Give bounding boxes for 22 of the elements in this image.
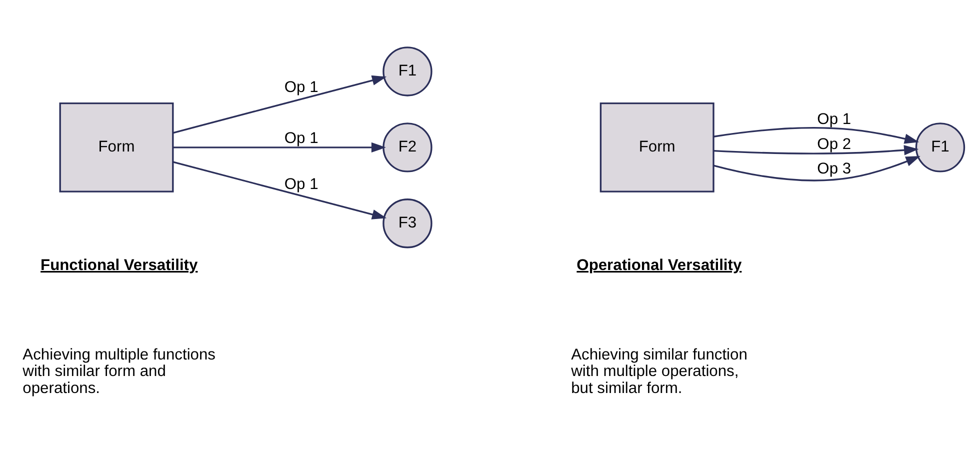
arrow [172,75,387,134]
label: Functional Versatility [40,256,198,274]
label: Achieving similar function with multiple operations, but similar form. [571,346,748,397]
label: Operational Versatility [576,256,742,274]
node-circle: F1 [915,122,966,172]
label: Achieving multiple functions with similar form and operations. [22,346,216,397]
node-box: Form [59,102,174,192]
arrow [714,145,919,156]
node-circle: F2 [382,122,432,172]
node-circle: F1 [382,46,432,96]
edge-label: Op 1 [817,111,852,128]
edge-label: Op 2 [817,136,852,153]
edge-label: Op 1 [284,78,318,96]
arrow [172,142,386,153]
edge-label: Op 3 [817,160,852,178]
arrow [172,161,387,220]
edge-label: Op 1 [284,130,318,148]
arrow [713,156,920,182]
node-circle: F3 [382,198,432,248]
node-box: Form [600,102,714,192]
edge-label: Op 1 [284,176,318,193]
arrow [714,127,920,144]
